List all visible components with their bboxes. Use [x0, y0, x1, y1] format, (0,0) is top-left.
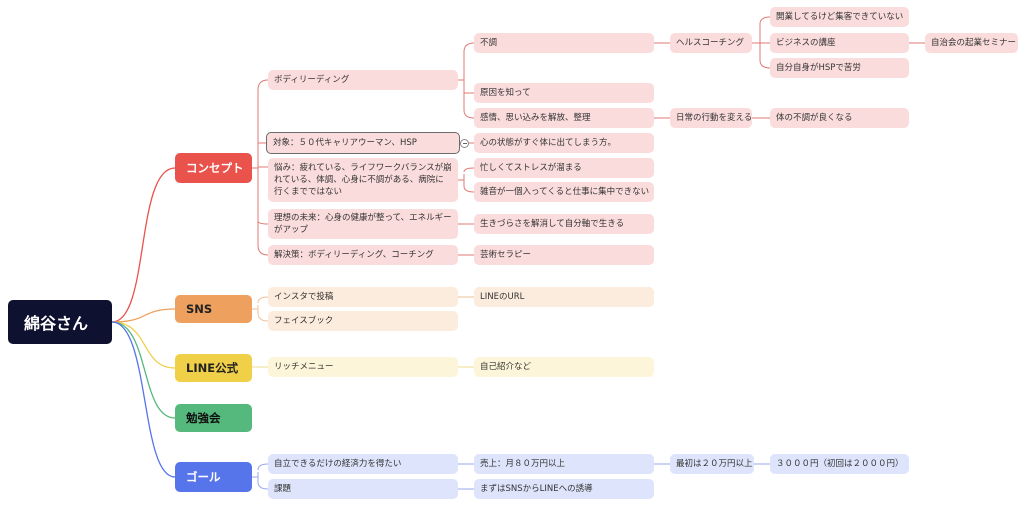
root-node[interactable]: 綿谷さん — [8, 300, 112, 344]
node-gen-in[interactable]: 原因を知って — [474, 83, 654, 103]
node-rich-menu[interactable]: リッチメニュー — [268, 357, 458, 377]
branch-concept[interactable]: コンセプト — [175, 153, 252, 183]
node-kadai[interactable]: 課題 — [268, 479, 458, 499]
node-jiritsu[interactable]: 自立できるだけの経済力を得たい — [268, 454, 458, 474]
node-risou[interactable]: 理想の未来：心身の健康が整って、エネルギーがアップ — [268, 209, 458, 239]
node-nayami[interactable]: 悩み：疲れている、ライフワークバランスが崩れている、体調、心身に不調がある、病院… — [268, 158, 458, 202]
node-ikizurasa[interactable]: 生きづらさを解消して自分軸で生きる — [474, 214, 654, 234]
branch-sns[interactable]: SNS — [175, 295, 252, 323]
node-fuchou[interactable]: 不調 — [474, 33, 654, 53]
node-jiko[interactable]: 自己紹介など — [474, 357, 654, 377]
node-nichijou[interactable]: 日常の行動を変える — [670, 108, 752, 128]
node-price[interactable]: ３０００円（初回は２０００円） — [770, 454, 909, 474]
node-target[interactable]: 対象：５０代キャリアウーマン、HSP — [266, 132, 460, 154]
node-insta[interactable]: インスタで投稿 — [268, 287, 458, 307]
node-kaigyou[interactable]: 開業してるけど集客できていない — [770, 7, 909, 27]
edge-nayami-children — [458, 167, 475, 193]
node-madawa[interactable]: まずはSNSからLINEへの誘導 — [474, 479, 654, 499]
collapse-toggle-icon[interactable] — [460, 139, 469, 148]
edge-goal-children — [252, 463, 770, 490]
edge-concept-children — [252, 79, 269, 256]
node-uriage[interactable]: 売上：月８０万円以上 — [474, 454, 654, 474]
edge-bodyreading-children — [458, 42, 475, 119]
node-jichikai[interactable]: 自治会の起業セミナー — [925, 33, 1018, 53]
branch-line[interactable]: LINE公式 — [175, 354, 252, 382]
node-kaiketsu[interactable]: 解決策：ボディリーディング、コーチング — [268, 245, 458, 265]
node-saisho[interactable]: 最初は２０万円以上 — [670, 454, 754, 474]
edge-root-study — [111, 321, 176, 419]
node-geijutsu[interactable]: 芸術セラピー — [474, 245, 654, 265]
edge-health-children — [752, 16, 771, 69]
node-hsp-kurou[interactable]: 自分自身がHSPで苦労 — [770, 58, 909, 78]
node-facebook[interactable]: フェイスブック — [268, 311, 458, 331]
node-business[interactable]: ビジネスの講座 — [770, 33, 909, 53]
branch-study[interactable]: 勉強会 — [175, 404, 252, 432]
edge-root-line — [111, 321, 176, 369]
edge-root-concept — [111, 167, 176, 323]
node-healthcoaching[interactable]: ヘルスコーチング — [670, 33, 752, 53]
node-target-child[interactable]: 心の状態がすぐ体に出てしまう方。 — [474, 133, 654, 153]
node-zatsuon[interactable]: 雑音が一個入ってくると仕事に集中できない — [474, 182, 654, 202]
node-isogashii[interactable]: 忙しくてストレスが溜まる — [474, 158, 654, 178]
edge-sns-children — [252, 296, 474, 322]
node-bodyreading[interactable]: ボディリーディング — [268, 70, 458, 90]
edge-root-goal — [111, 321, 176, 478]
node-kanjou[interactable]: 感情、思い込みを解放、整理 — [474, 108, 654, 128]
branch-goal[interactable]: ゴール — [175, 462, 252, 492]
node-lineurl[interactable]: LINEのURL — [474, 287, 654, 307]
node-karada[interactable]: 体の不調が良くなる — [770, 108, 909, 128]
edge-root-sns — [111, 308, 176, 323]
